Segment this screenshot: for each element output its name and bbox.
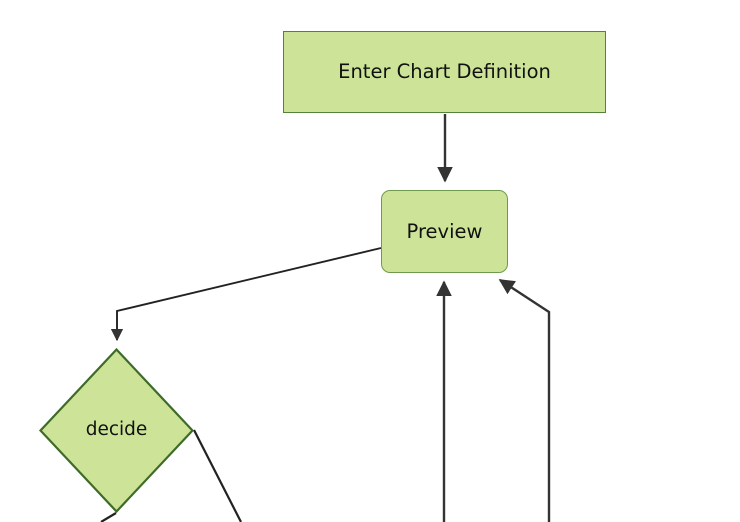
diamond-shape — [39, 348, 194, 513]
edge-decide-right-out — [193, 429, 242, 522]
edge-decide-bottom-out — [100, 512, 117, 522]
node-decide[interactable]: decide — [39, 348, 194, 513]
node-enter-chart-definition[interactable]: Enter Chart Definition — [283, 31, 606, 113]
node-label-decide: decide — [85, 419, 148, 441]
node-label-enter-chart-definition: Enter Chart Definition — [338, 60, 551, 84]
edge-bottom-right-to-preview — [498, 278, 551, 522]
node-preview[interactable]: Preview — [381, 190, 508, 273]
node-label-preview: Preview — [406, 219, 483, 243]
edge-preview-to-decide — [110, 247, 382, 342]
